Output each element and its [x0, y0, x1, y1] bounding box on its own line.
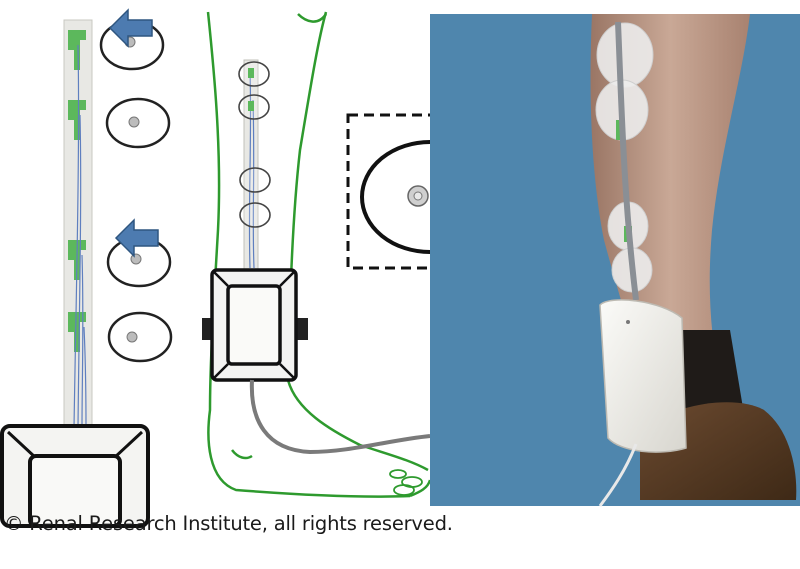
monitor-device-icon: [0, 424, 150, 528]
leg-photo: [430, 14, 800, 507]
electrode-pad-icon: [99, 19, 173, 363]
electrode-strip-icon: [243, 59, 259, 271]
copyright-caption: © Renal Research Institute, all rights r…: [4, 512, 453, 535]
arrow-left-icon: [108, 8, 159, 258]
electrode-strip-icon: [63, 19, 93, 431]
monitor-device-icon: [210, 268, 298, 382]
